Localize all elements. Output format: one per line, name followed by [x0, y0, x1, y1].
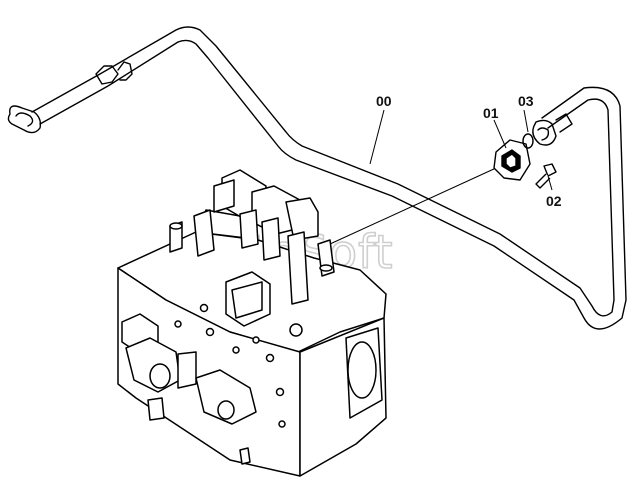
callout-03: 03	[518, 93, 534, 109]
control-valve-block	[117, 169, 387, 477]
flange-part	[493, 139, 531, 181]
bolt-part	[535, 163, 557, 189]
leader-line	[329, 167, 497, 245]
callout-leaders	[369, 109, 553, 191]
hose-pipe-assembly	[7, 26, 627, 330]
callout-02: 02	[546, 193, 562, 209]
oring-part	[522, 133, 534, 149]
callout-01: 01	[483, 105, 499, 121]
callout-00: 00	[376, 93, 392, 109]
